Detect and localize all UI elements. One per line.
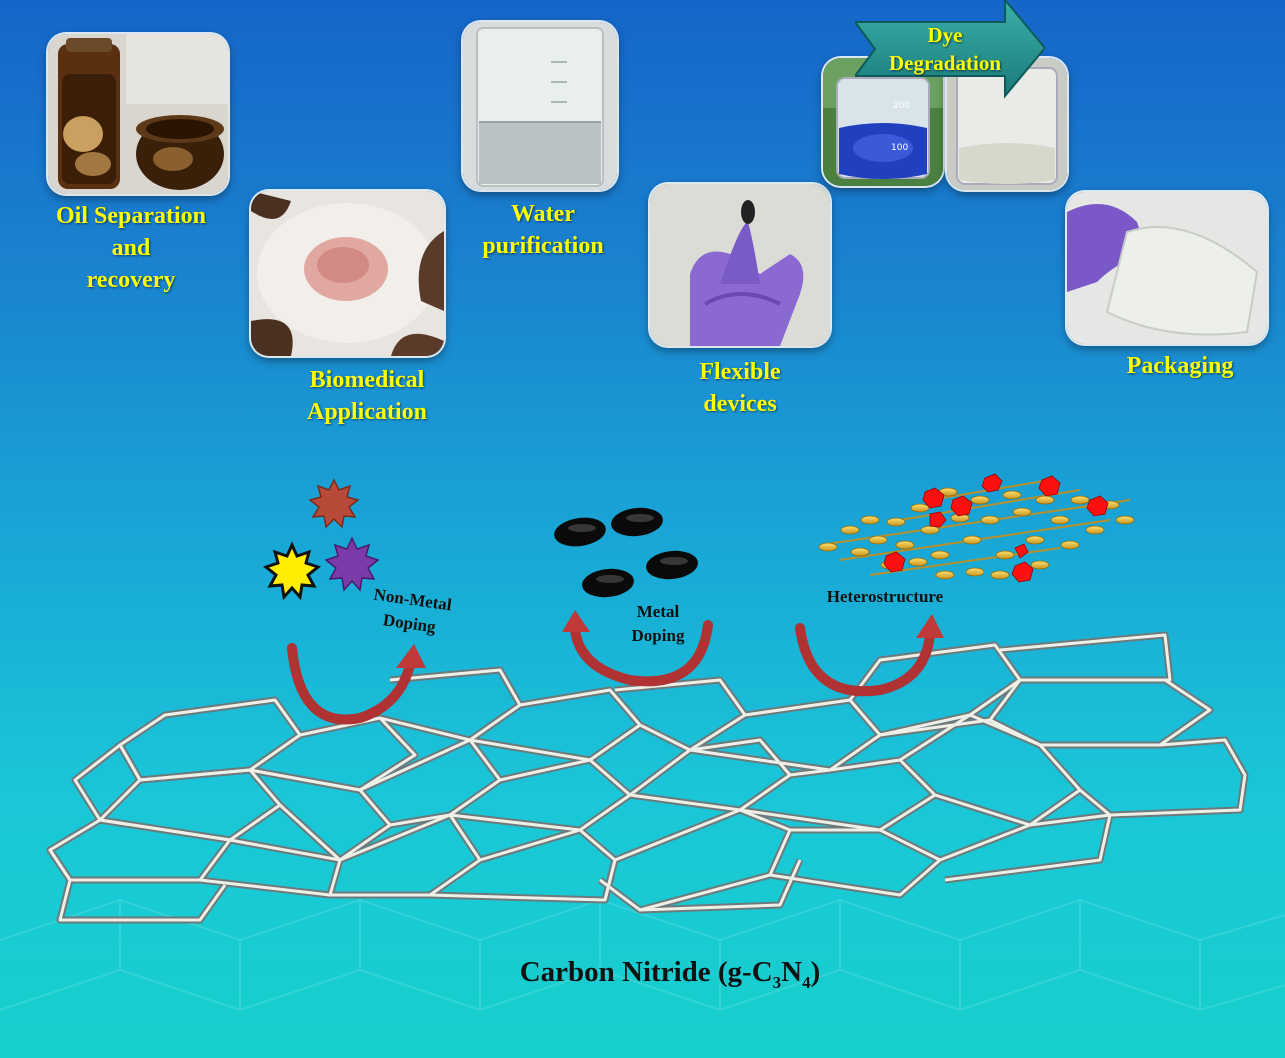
- dye-label-line2: Degradation: [889, 51, 1001, 75]
- metal-dopant-particles: [554, 507, 698, 598]
- biomedical-label: Biomedical Application: [282, 364, 452, 428]
- flexible-label-line2: devices: [703, 391, 777, 417]
- biomedical-label-line2: Application: [306, 399, 428, 425]
- metal-label-line2: Doping: [631, 626, 685, 645]
- flexible-devices-photo: [650, 184, 830, 346]
- metal-label-line1: Metal: [636, 602, 680, 621]
- heterostructure-label: Heterostructure: [800, 585, 970, 609]
- dopant-star-brown: [308, 478, 360, 529]
- water-label-line1: Water: [511, 201, 575, 227]
- heterostructure-sheet: [818, 473, 1135, 583]
- water-purification-label: Water purification: [460, 198, 626, 262]
- heterostructure-arrow: [795, 614, 944, 697]
- title-subscript-3: 3: [772, 972, 782, 992]
- oil-label-line3: recovery: [86, 267, 176, 293]
- biomedical-photo: [251, 191, 444, 356]
- dopant-star-yellow: [262, 541, 322, 601]
- oil-label-line1: Oil Separation: [55, 203, 206, 229]
- heterostructure-label-line1: Heterostructure: [826, 587, 944, 606]
- water-purification-photo: [463, 22, 617, 190]
- dye-label-line1: Dye: [927, 23, 963, 47]
- svg-text:100: 100: [891, 143, 908, 153]
- title-prefix: Carbon Nitride (g-C: [519, 956, 773, 988]
- water-label-line2: purification: [482, 233, 604, 259]
- oil-label-line2: and: [111, 235, 151, 261]
- metal-doping-label: Metal Doping: [612, 600, 704, 648]
- flexible-devices-label: Flexible devices: [670, 356, 810, 420]
- svg-text:200: 200: [893, 101, 910, 111]
- packaging-photo: [1067, 192, 1267, 344]
- flexible-label-line1: Flexible: [699, 359, 781, 385]
- metal-doping-arrow: [562, 610, 713, 687]
- dye-before-photo: 200 100: [823, 58, 943, 186]
- packaging-label: Packaging: [1100, 350, 1260, 382]
- non-metal-doping-arrow: [287, 643, 426, 725]
- title-mid: N: [781, 956, 803, 988]
- biomedical-label-line1: Biomedical: [309, 367, 425, 393]
- title-subscript-4: 4: [802, 972, 811, 992]
- dye-after-photo: [947, 58, 1067, 190]
- dopant-star-purple: [324, 536, 380, 592]
- oil-separation-photo: [48, 34, 228, 194]
- packaging-label-line1: Packaging: [1126, 353, 1234, 379]
- main-title: Carbon Nitride (g-C3N4): [430, 956, 910, 993]
- dye-degradation-label: Dye Degradation: [870, 21, 1020, 77]
- title-suffix: ): [810, 956, 821, 988]
- dye-degradation-arrow: [855, 0, 1045, 99]
- oil-separation-label: Oil Separation and recovery: [40, 200, 222, 296]
